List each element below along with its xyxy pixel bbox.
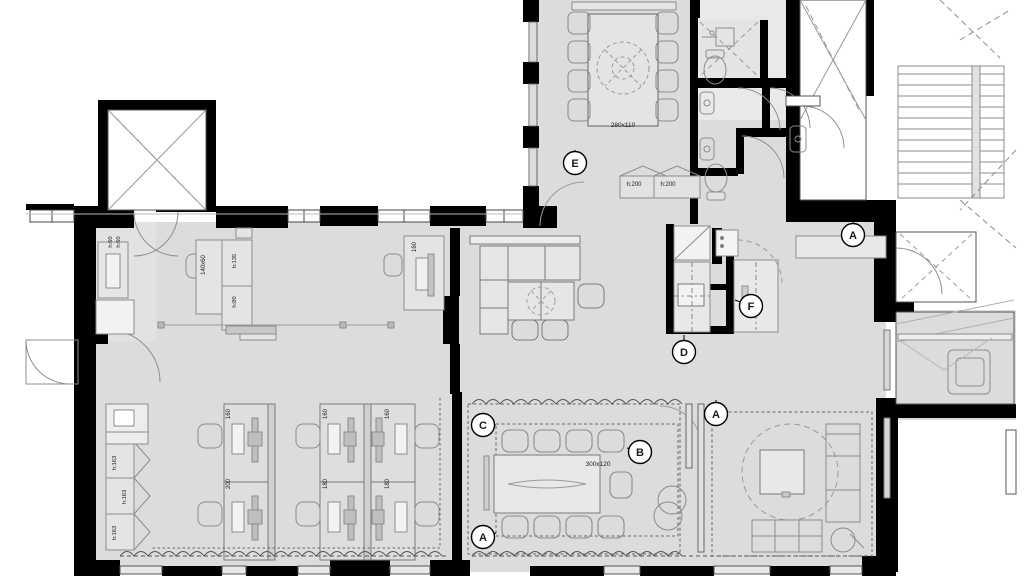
curtain-lines (119, 399, 872, 557)
terrace-furniture (895, 299, 1015, 395)
dimension-label: h:80 (232, 296, 238, 307)
west-entry (25, 211, 179, 385)
callout-label: B (636, 447, 644, 459)
boardroom-furniture (539, 1, 701, 227)
workstation-cluster-a (197, 403, 276, 561)
callout-marker-a[interactable]: A (840, 222, 866, 248)
callout-label: E (571, 158, 578, 170)
callout-label: A (712, 409, 720, 421)
east-partition (883, 329, 1017, 499)
dimension-label: 140x60 (201, 254, 207, 274)
printer-unit (105, 403, 149, 445)
callout-marker-c[interactable]: C (470, 412, 497, 438)
dimension-label: 160 (226, 408, 232, 419)
callout-circle[interactable] (738, 293, 764, 319)
callout-marker-layer[interactable]: A F D E A B C A (470, 150, 866, 550)
callout-marker-f[interactable]: F (734, 293, 764, 319)
callout-label: C (479, 420, 487, 432)
callout-label: A (849, 230, 857, 242)
sitting-room (711, 411, 873, 557)
dimension-label: 180 (385, 478, 391, 489)
dimension-label: h:60 (116, 236, 122, 247)
dimension-label: h:163 (112, 526, 118, 541)
dimension-label: 300x120 (586, 461, 611, 468)
walls-solid (26, 0, 1016, 576)
dimension-label: 160 (323, 408, 329, 419)
callout-circle[interactable] (627, 439, 653, 465)
callout-circle[interactable] (562, 150, 588, 176)
dimension-label: h:200 (660, 182, 676, 188)
callout-circle[interactable] (703, 401, 729, 427)
dimension-label: 280x110 (611, 122, 636, 129)
dimension-label: h:60 (108, 236, 114, 247)
wc-fixtures (699, 27, 807, 201)
callout-marker-b[interactable]: B (626, 439, 653, 465)
lounge-sofa-group (469, 235, 605, 341)
callout-label: A (479, 532, 487, 544)
dimension-label: h:163 (112, 456, 118, 471)
dimension-label: 160 (385, 408, 391, 419)
entry-doors (785, 95, 943, 295)
sliding-partition (685, 403, 705, 553)
lockers-west (105, 441, 151, 551)
callout-label: D (680, 347, 688, 359)
conference-room (467, 403, 703, 555)
windows-south (119, 565, 863, 575)
windows-north (26, 209, 524, 223)
callout-marker-a[interactable]: A (703, 400, 729, 427)
dimension-label: h:200 (626, 182, 642, 188)
counter-northeast (795, 235, 887, 259)
callout-circle[interactable] (470, 524, 496, 550)
callout-marker-e[interactable]: E (562, 150, 588, 176)
ceiling-outline-west (150, 398, 441, 549)
workstation-cluster-b (295, 403, 440, 561)
dimension-label: 180 (323, 478, 329, 489)
dimension-label: h:163 (122, 490, 128, 505)
windows-boardroom (528, 21, 538, 187)
dimension-label: h:135 (232, 254, 238, 269)
callout-circle[interactable] (470, 412, 496, 438)
callout-marker-d[interactable]: D (671, 335, 697, 365)
stair (897, 0, 1017, 249)
callout-marker-a[interactable]: A (470, 524, 497, 550)
callout-label: F (748, 301, 755, 313)
dimension-label: 160 (412, 241, 418, 252)
office-units-north (157, 227, 445, 341)
callout-circle[interactable] (671, 339, 697, 365)
dimension-label: 200 (226, 478, 232, 489)
callout-circle[interactable] (840, 222, 866, 248)
kitchenette (673, 225, 783, 333)
